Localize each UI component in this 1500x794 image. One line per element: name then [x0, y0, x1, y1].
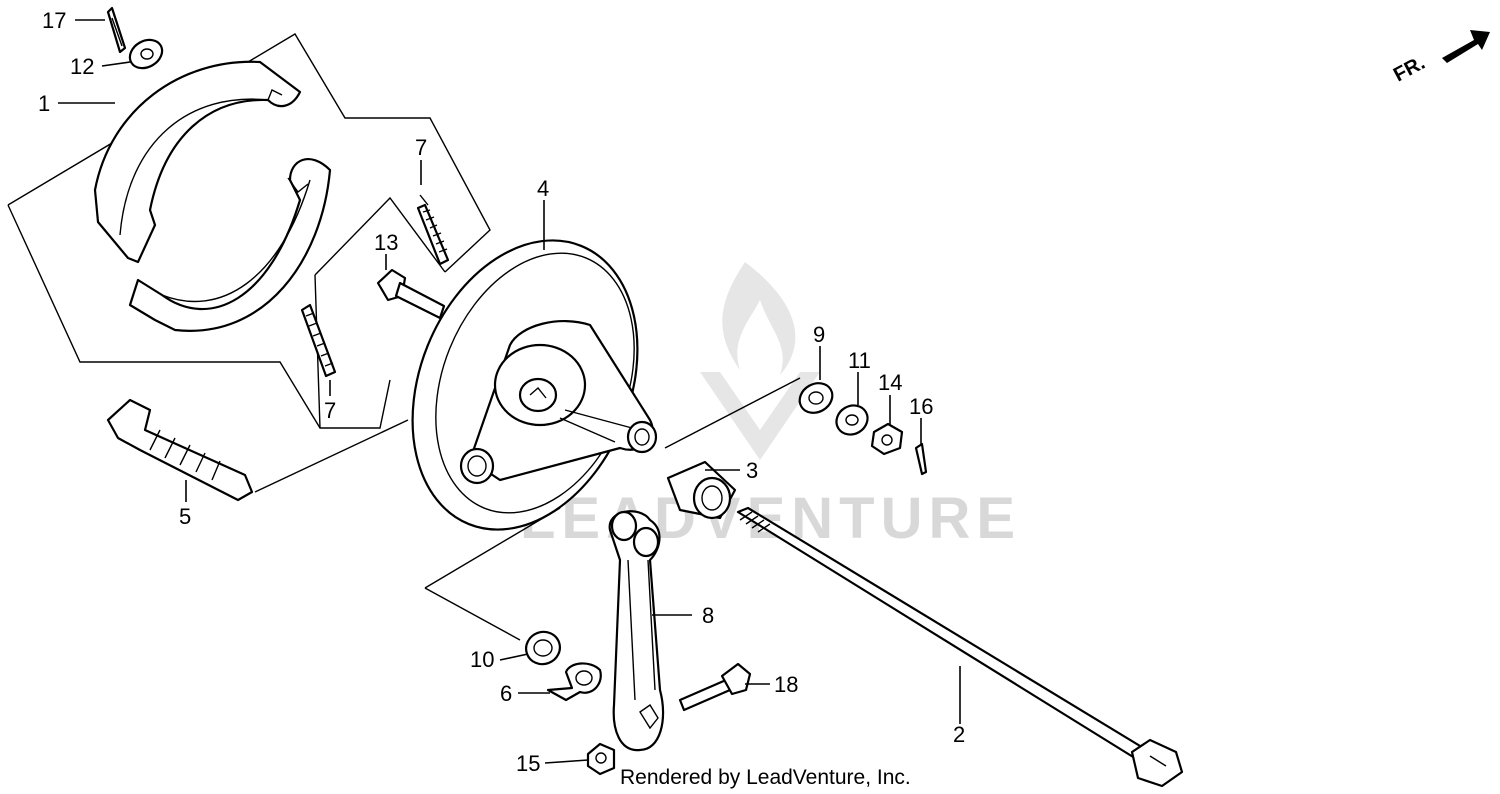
nut-15 [586, 742, 616, 776]
callout-7-upper: 7 [415, 135, 427, 160]
callout-9: 9 [813, 322, 825, 347]
spring-7-upper [416, 194, 450, 266]
axle-2 [736, 506, 1184, 788]
nut-14 [870, 422, 904, 456]
shaft-leader-outline [254, 419, 409, 493]
front-direction-indicator: FR. [1390, 30, 1490, 86]
callout-6: 6 [500, 681, 512, 706]
callout-3: 3 [746, 458, 758, 483]
bolt-18 [678, 662, 752, 712]
callout-2: 2 [953, 722, 965, 747]
cotter-pin-17 [106, 6, 127, 54]
callout-11: 11 [848, 348, 871, 373]
leader-lines [58, 19, 961, 764]
callout-18: 18 [774, 672, 798, 697]
callout-16: 16 [909, 394, 933, 419]
bolt-13 [376, 268, 446, 320]
callout-13: 13 [374, 230, 398, 255]
callout-1: 1 [38, 91, 50, 116]
washer-12 [128, 38, 164, 70]
brake-arm-8 [608, 510, 665, 752]
callout-17: 17 [42, 8, 66, 33]
brake-cam-5 [106, 398, 254, 502]
washer-leader-outline [664, 377, 801, 449]
collar-3 [666, 460, 737, 520]
render-credit: Rendered by LeadVenture, Inc. [620, 766, 911, 789]
front-direction-label: FR. [1390, 52, 1429, 87]
watermark: LEADVENTURE [520, 262, 1021, 551]
washer-11 [835, 404, 869, 436]
wear-indicator-6 [546, 662, 602, 702]
callout-12: 12 [70, 54, 94, 79]
callout-14: 14 [878, 370, 902, 395]
brake-panel-4 [411, 239, 658, 531]
watermark-text: LEADVENTURE [520, 486, 1021, 551]
callout-labels: 17 12 1 7 7 13 4 5 9 11 14 16 3 8 10 6 1… [38, 8, 965, 776]
callout-5: 5 [179, 504, 191, 529]
front-arrow-icon [1442, 30, 1490, 63]
brake-shoe-1 [93, 60, 332, 332]
callout-15: 15 [516, 751, 540, 776]
spring-7-lower [300, 303, 337, 378]
callout-7-lower: 7 [324, 398, 336, 423]
callout-8: 8 [702, 603, 714, 628]
callout-4: 4 [537, 176, 549, 201]
callout-10: 10 [470, 647, 494, 672]
washer-10 [525, 630, 561, 666]
washer-9 [798, 382, 834, 414]
cotter-pin-16 [914, 442, 928, 476]
